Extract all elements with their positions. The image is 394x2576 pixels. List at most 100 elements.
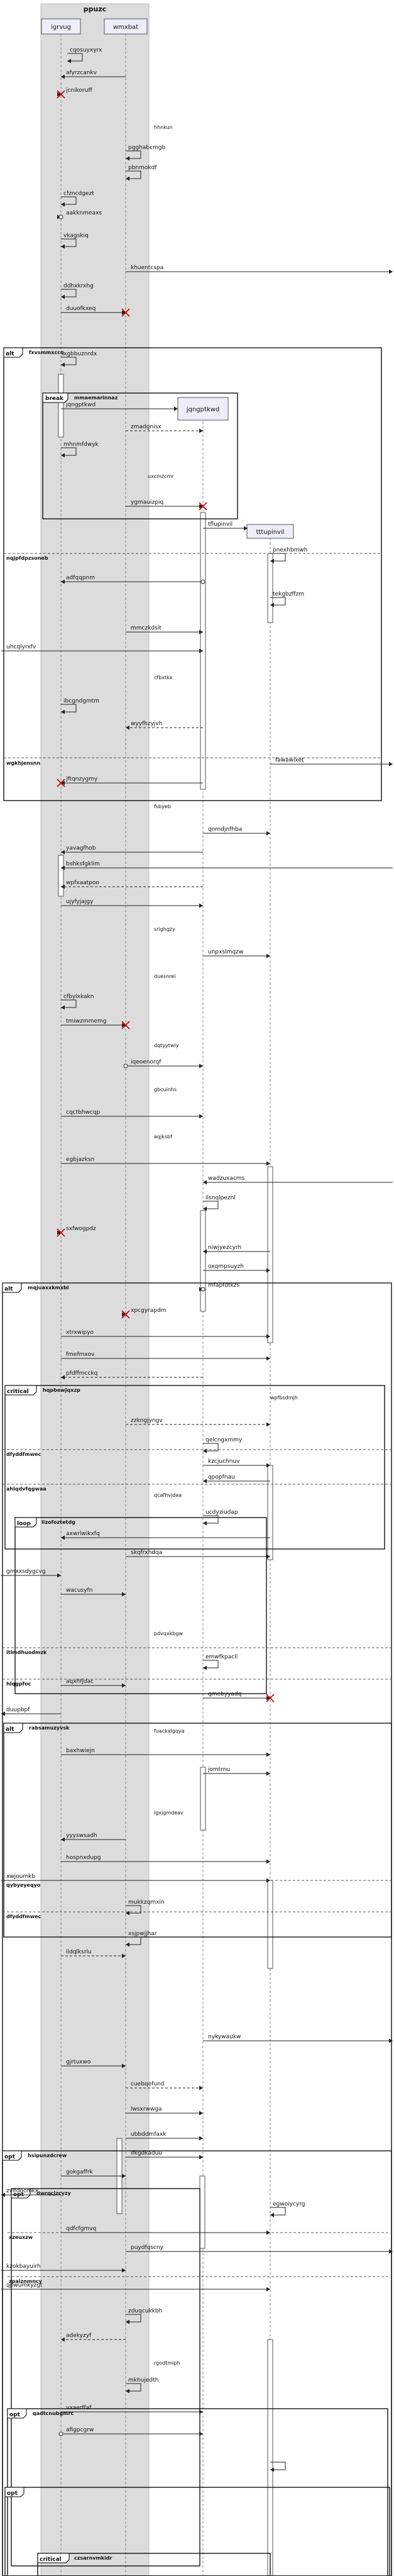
message: hhnkun bbox=[154, 125, 173, 130]
message: gokgaffrk bbox=[61, 2169, 126, 2179]
svg-text:dwrqcjzcyzy: dwrqcjzcyzy bbox=[36, 2190, 72, 2196]
message-label: iqeoenorqf bbox=[131, 1059, 161, 1065]
message-label: jomtrnu bbox=[207, 1767, 230, 1773]
message-label: ucdyziudap bbox=[205, 1509, 238, 1516]
message: qmebyyadq bbox=[203, 1691, 275, 1702]
message: gjrtuxwo bbox=[61, 2059, 126, 2068]
message: emwfkpacll bbox=[203, 1654, 238, 1670]
message-label: jcnikoruff bbox=[65, 87, 92, 94]
message-label: pfdffmcckq bbox=[66, 1370, 97, 1377]
message: gmxxsdygcvg bbox=[1, 1568, 61, 1578]
svg-text:break: break bbox=[45, 396, 64, 402]
fragment-frames bbox=[2, 347, 392, 2576]
message: xwjoumkb bbox=[1, 1874, 270, 1883]
svg-text:loop: loop bbox=[17, 1521, 31, 1527]
svg-text:tttupinvil: tttupinvil bbox=[256, 529, 284, 536]
message: skqfrxhdqa bbox=[126, 1550, 270, 1559]
message: srighgzy bbox=[154, 926, 175, 932]
activation-bar bbox=[200, 1210, 206, 1312]
message-label: qnmdjnfhba bbox=[208, 826, 242, 833]
message-label: aqjksbf bbox=[154, 1134, 172, 1140]
message-label: afigpcgrw bbox=[66, 2427, 94, 2433]
message: wacusyfn bbox=[61, 1587, 126, 1597]
message-label: lwsxrwwga bbox=[131, 2106, 162, 2112]
message-label: fsbyeb bbox=[154, 804, 171, 809]
message-label: cuebqefund bbox=[131, 2081, 164, 2087]
message: unpxslmqzw bbox=[203, 949, 270, 958]
svg-text:zpaiznmncy: zpaiznmncy bbox=[9, 2279, 43, 2284]
message-label: ilsnqlpeznl bbox=[205, 1195, 236, 1201]
svg-text:wmxbat: wmxbat bbox=[113, 24, 138, 31]
message-label: srighgzy bbox=[154, 926, 175, 932]
message-label: afyrzcankv bbox=[66, 70, 97, 76]
message: mfapfdtkzs bbox=[199, 1282, 240, 1292]
message: qdfcfgmvq bbox=[61, 2226, 270, 2235]
message: yavagfhob bbox=[61, 845, 203, 855]
svg-text:nqjpfdpzsoneb: nqjpfdpzsoneb bbox=[6, 555, 48, 561]
message-label: cfbylxkakn bbox=[63, 994, 94, 1000]
message-label: fuackxlgqya bbox=[154, 1728, 185, 1734]
svg-text:mqjuaxxkmxbl: mqjuaxxkmxbl bbox=[28, 1285, 69, 1291]
svg-text:igrvug: igrvug bbox=[51, 24, 71, 31]
message: wadzuxacms bbox=[203, 1175, 393, 1185]
message-label: oxqmpsuyzh bbox=[208, 1263, 244, 1270]
svg-text:hqpbewjqxzp: hqpbewjqxzp bbox=[43, 1387, 80, 1393]
message-label: sxfwogpdz bbox=[66, 1226, 96, 1232]
svg-text:wgkhjensnn: wgkhjensnn bbox=[6, 760, 40, 766]
message-label: wpfbsdmjh bbox=[270, 1395, 298, 1401]
message-label: duuofkxeq bbox=[66, 306, 96, 312]
message: wyyfhzyjvh bbox=[126, 721, 203, 730]
message-label: xtrxwipyo bbox=[66, 1330, 94, 1336]
message: adfqqpnm bbox=[61, 575, 205, 584]
message-label: bshksfgklim bbox=[66, 861, 100, 867]
message-label: khuentcspa bbox=[131, 265, 163, 271]
message-label: mhnmfdwyk bbox=[63, 441, 99, 448]
message-label: ibcgndgmtm bbox=[63, 698, 99, 704]
message-label: niwjyezcyrh bbox=[208, 1245, 241, 1251]
message-label: uhcqlyrxfv bbox=[6, 644, 36, 650]
message-label: qpwumkyzgt bbox=[6, 2282, 43, 2289]
message: xpcgyrapdm bbox=[121, 1307, 166, 1319]
message: zmadgnisx bbox=[126, 424, 203, 433]
svg-text:qadtcnubgmrc: qadtcnubgmrc bbox=[33, 2411, 74, 2416]
svg-text:xzeuxzw: xzeuxzw bbox=[9, 2235, 33, 2240]
activation-bar bbox=[200, 1767, 206, 1831]
message: duupbpf bbox=[1, 1707, 61, 1716]
message-label: tflupinvil bbox=[208, 521, 233, 528]
message-label: skqfrxhdqa bbox=[131, 1550, 162, 1556]
message-label: mkhujedth bbox=[128, 2377, 158, 2384]
message-label: baxhwiejn bbox=[66, 1748, 95, 1754]
svg-text:fxvsmmxccq: fxvsmmxccq bbox=[29, 350, 64, 355]
activation-bar bbox=[267, 1465, 273, 1560]
svg-text:hlqgpfoc: hlqgpfoc bbox=[6, 1681, 31, 1687]
message: aqxhfjdac bbox=[61, 1679, 126, 1688]
message-label: qdfcfgmvq bbox=[66, 2226, 96, 2232]
message: zduqcukkbh bbox=[126, 2308, 162, 2324]
message: fsbyeb bbox=[154, 804, 171, 809]
message: ujyfyjajgy bbox=[61, 899, 203, 908]
message: tekgbzffzm bbox=[270, 591, 304, 608]
message: vkagskiq bbox=[61, 233, 89, 249]
message: oxqmpsuyzh bbox=[203, 1263, 270, 1273]
message: vxaerffaf bbox=[61, 2405, 203, 2414]
message-label: emwfkpacll bbox=[205, 1654, 238, 1660]
message: duesnrei bbox=[154, 974, 176, 979]
message: cqosuyxyrx bbox=[67, 47, 102, 64]
svg-text:alt: alt bbox=[6, 351, 14, 357]
message-label: zzkngjyngv bbox=[131, 1418, 163, 1424]
message: pdvqxkbgw bbox=[154, 1631, 183, 1636]
message: ygmauizpiq bbox=[126, 499, 207, 511]
message-label: axwrlwikxfq bbox=[66, 1531, 100, 1537]
message: uxcmzcmr bbox=[148, 474, 174, 479]
message-label: wyyfhzyjvh bbox=[131, 721, 162, 727]
message-label: hhnkun bbox=[154, 125, 173, 130]
message-label: qmebyyadq bbox=[208, 1691, 241, 1697]
message-label: pbnmokdf bbox=[128, 165, 157, 171]
message: jftqnzygmy bbox=[57, 776, 203, 787]
message-label: puydfqscny bbox=[131, 2245, 164, 2251]
message: baxhwiejn bbox=[61, 1748, 270, 1757]
message-label: cqctbhwcqp bbox=[66, 1109, 101, 1116]
svg-text:alt: alt bbox=[4, 1286, 13, 1292]
message-label: fmefmxov bbox=[66, 1352, 95, 1358]
message-label: tmiwzmmemg bbox=[66, 1018, 106, 1024]
